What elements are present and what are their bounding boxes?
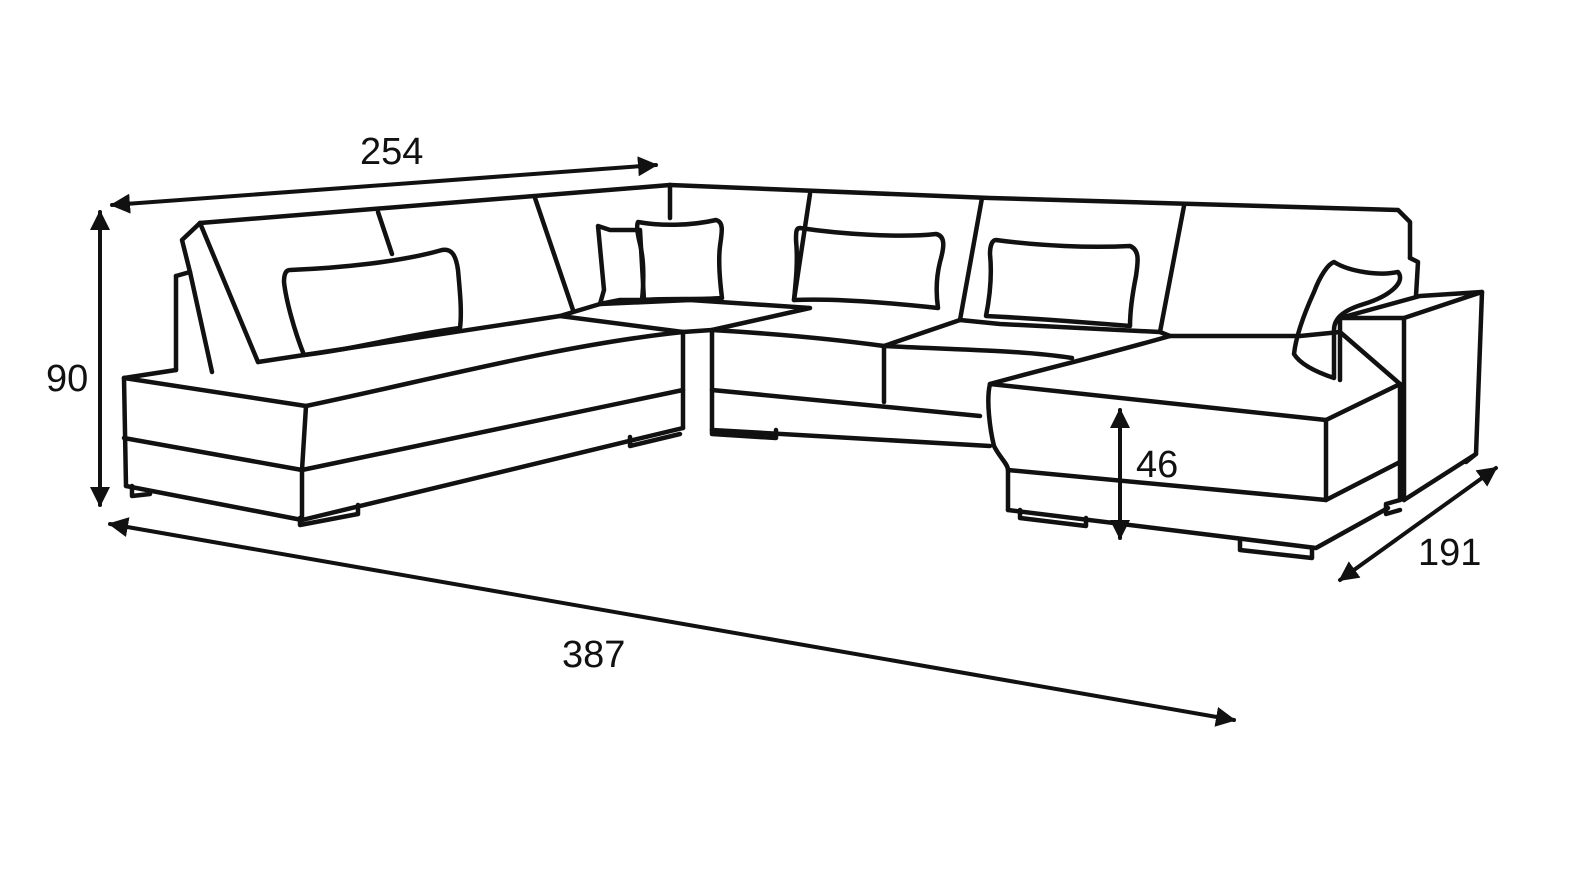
pillow-left: [281, 247, 464, 358]
pillow-middle-left: [791, 225, 946, 311]
dimension-arrows: [90, 156, 1498, 727]
pillow-corner-small: [595, 223, 647, 307]
dimension-seat-height-label: 46: [1136, 444, 1179, 486]
dimension-height-label: 90: [46, 358, 89, 400]
dim-arrow-254: [110, 156, 658, 214]
dim-arrow-387: [108, 517, 1236, 727]
dimension-depth-label: 191: [1418, 532, 1482, 574]
right-chaise-section: [986, 255, 1485, 561]
pillow-roll: [1291, 259, 1403, 381]
corner-section: [557, 182, 813, 441]
dimension-total-width-label: 387: [562, 634, 626, 676]
pillow-middle-right: [983, 237, 1140, 329]
dimension-length-label: 254: [360, 131, 424, 173]
pillow-corner: [634, 217, 725, 303]
dim-arrow-191: [1338, 466, 1498, 582]
middle-sofa-section: [667, 182, 1413, 449]
